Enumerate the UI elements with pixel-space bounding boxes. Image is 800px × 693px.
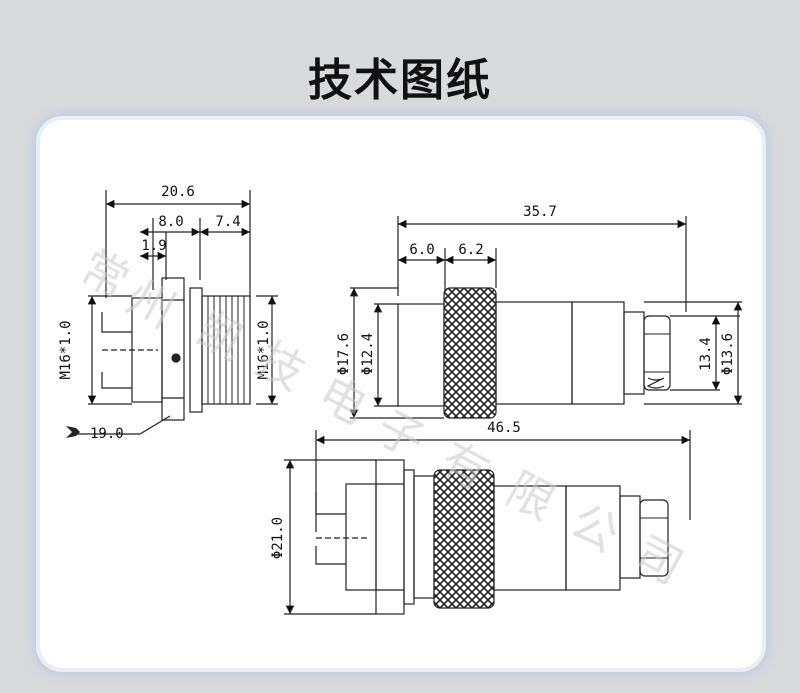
dim-8-0: 8.0 bbox=[158, 214, 183, 230]
wrench-icon bbox=[66, 426, 80, 438]
panel-mount-labels: 20.6 8.0 7.4 1.9 M16*1.0 M16*1.0 19.0 bbox=[58, 184, 272, 442]
thread-label-left: M16*1.0 bbox=[58, 320, 74, 379]
technical-drawing: 20.6 8.0 7.4 1.9 M16*1.0 M16*1.0 19.0 bbox=[58, 184, 743, 615]
dim-13-4: 13.4 bbox=[698, 337, 714, 371]
dim-46-5: 46.5 bbox=[487, 420, 521, 436]
dim-35-7: 35.7 bbox=[523, 204, 557, 220]
dim-1-9: 1.9 bbox=[141, 238, 166, 254]
dim-phi-17-6: Φ17.6 bbox=[336, 333, 352, 375]
dim-phi-13-6: Φ13.6 bbox=[720, 333, 736, 375]
dim-phi-12-4: Φ12.4 bbox=[360, 333, 376, 375]
page-title: 技术图纸 bbox=[308, 55, 492, 106]
watermark-char: 司 bbox=[626, 525, 692, 594]
dim-20-6: 20.6 bbox=[161, 184, 195, 200]
thread-label-right: M16*1.0 bbox=[256, 320, 272, 379]
assembled-view bbox=[284, 430, 691, 615]
assembled-labels: 46.5 Φ21.0 bbox=[270, 420, 521, 559]
dim-6-2: 6.2 bbox=[458, 242, 483, 258]
wrench-size-label: 19.0 bbox=[90, 426, 124, 442]
dim-6-0: 6.0 bbox=[409, 242, 434, 258]
dim-7-4: 7.4 bbox=[215, 214, 240, 230]
watermark-char: 公 bbox=[562, 493, 628, 562]
watermark-char: 子 bbox=[368, 399, 434, 468]
dim-phi-21-0: Φ21.0 bbox=[270, 517, 286, 559]
watermark: 常 州 凯 技 电 子 有 限 公 司 bbox=[72, 239, 692, 594]
panel-mount-view bbox=[66, 190, 278, 438]
plug-view bbox=[349, 216, 743, 419]
drawing-card: 20.6 8.0 7.4 1.9 M16*1.0 M16*1.0 19.0 bbox=[40, 120, 762, 668]
watermark-char: 限 bbox=[498, 461, 564, 530]
plug-labels: 35.7 6.0 6.2 Φ17.6 Φ12.4 13.4 Φ13.6 bbox=[336, 204, 736, 375]
